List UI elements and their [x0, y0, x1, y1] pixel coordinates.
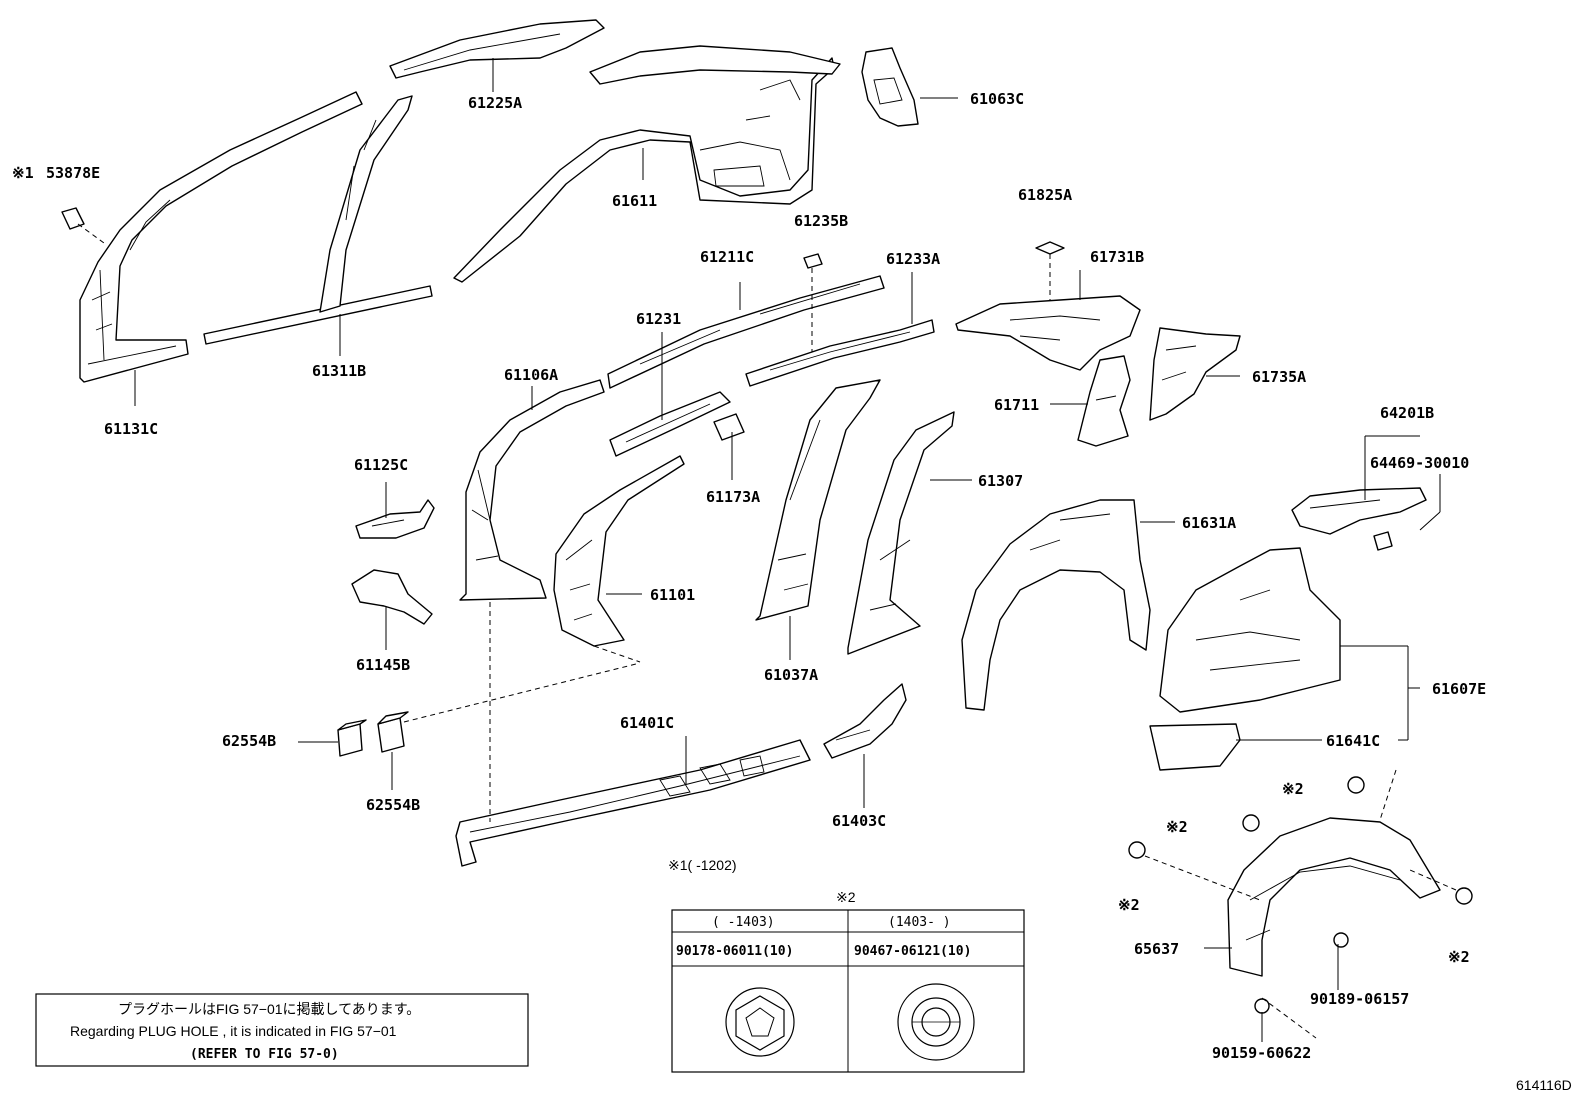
label-90159-60622: 90159-60622	[1212, 1044, 1311, 1062]
label-mark2-d: ※2	[1448, 948, 1470, 966]
part-61403C	[823, 683, 907, 759]
part-61131C	[79, 91, 363, 383]
part-61145B	[351, 569, 433, 625]
part-61233A	[745, 319, 935, 387]
part-61711	[1077, 355, 1131, 447]
label-61631A: 61631A	[1182, 514, 1236, 532]
part-61101	[553, 455, 685, 663]
label-61641C: 61641C	[1326, 732, 1380, 750]
notice-line-japanese: プラグホールはFIG 57−01に掲載してあります。	[118, 1001, 420, 1017]
label-62554B-a: 62554B	[222, 732, 276, 750]
label-61063C: 61063C	[970, 90, 1024, 108]
clip-nut-icon	[897, 983, 975, 1061]
part-61307	[847, 411, 955, 655]
part-61063C	[861, 47, 919, 127]
label-mark2-a: ※2	[1282, 780, 1304, 798]
label-62554B-b: 62554B	[366, 796, 420, 814]
label-61231: 61231	[636, 310, 681, 328]
label-61125C: 61125C	[354, 456, 408, 474]
label-61106A: 61106A	[504, 366, 558, 384]
label-61401C: 61401C	[620, 714, 674, 732]
label-mark2-c: ※2	[1118, 896, 1140, 914]
label-61711: 61711	[994, 396, 1039, 414]
label-61825A: 61825A	[1018, 186, 1072, 204]
label-61233A: 61233A	[886, 250, 940, 268]
label-61145B: 61145B	[356, 656, 410, 674]
part-61401C	[455, 602, 811, 867]
table-col2-range: (1403- )	[888, 915, 951, 930]
part-62554B-b	[377, 663, 637, 753]
table-col1-range: ( -1403)	[712, 915, 775, 930]
notice-line-refer: (REFER TO FIG 57-0)	[190, 1047, 339, 1062]
part-61311B	[203, 95, 433, 345]
label-53878E-mark: ※1	[12, 164, 34, 182]
label-61173A: 61173A	[706, 488, 760, 506]
label-61403C: 61403C	[832, 812, 886, 830]
label-61225A: 61225A	[468, 94, 522, 112]
label-61611: 61611	[612, 192, 657, 210]
label-64469-30010: 64469-30010	[1370, 454, 1469, 472]
label-61211C: 61211C	[700, 248, 754, 266]
label-61731B: 61731B	[1090, 248, 1144, 266]
part-61125C	[355, 499, 435, 539]
label-61131C: 61131C	[104, 420, 158, 438]
hex-nut-icon	[725, 987, 795, 1057]
label-61101: 61101	[650, 586, 695, 604]
notice-line-english: Regarding PLUG HOLE , it is indicated in…	[70, 1023, 397, 1039]
fastener-table: ( -1403) (1403- ) 90178-06011(10) 90467-…	[671, 909, 1025, 1073]
part-61611	[453, 45, 841, 283]
label-61037A: 61037A	[764, 666, 818, 684]
label-61235B: 61235B	[794, 212, 848, 230]
part-61631A	[961, 499, 1151, 711]
label-64201B: 64201B	[1380, 404, 1434, 422]
label-61307: 61307	[978, 472, 1023, 490]
label-61607E: 61607E	[1432, 680, 1486, 698]
part-65637	[1128, 769, 1473, 1039]
part-61037A	[755, 379, 881, 621]
plug-hole-notice: プラグホールはFIG 57−01に掲載してあります。 Regarding PLU…	[35, 993, 529, 1067]
part-64201B	[1291, 487, 1427, 551]
figure-id: 614116D	[1516, 1077, 1572, 1093]
label-65637: 65637	[1134, 940, 1179, 958]
part-61225A	[389, 19, 605, 79]
part-62554B-a	[337, 719, 367, 757]
label-mark2-b: ※2	[1166, 818, 1188, 836]
part-53878E	[61, 207, 105, 244]
part-labels: ※1 53878E 61225A 61611 61063C 61311B 611…	[12, 90, 1572, 1093]
part-61106A	[459, 379, 605, 601]
label-61311B: 61311B	[312, 362, 366, 380]
label-61735A: 61735A	[1252, 368, 1306, 386]
label-53878E: 53878E	[46, 164, 100, 182]
footnote-1: ※1( -1202)	[668, 857, 737, 873]
part-61211C	[607, 275, 885, 389]
part-61235B	[803, 253, 823, 360]
table-col2-part: 90467-06121(10)	[854, 944, 971, 959]
leader-lines	[134, 58, 1441, 1042]
table-mark: ※2	[836, 889, 856, 905]
part-61731B	[955, 295, 1141, 371]
part-61735A	[1149, 327, 1241, 421]
table-col1-part: 90178-06011(10)	[676, 944, 793, 959]
label-90189-06157: 90189-06157	[1310, 990, 1409, 1008]
part-61173A	[713, 413, 745, 441]
part-61231	[609, 391, 731, 457]
part-61607E	[1149, 547, 1341, 771]
